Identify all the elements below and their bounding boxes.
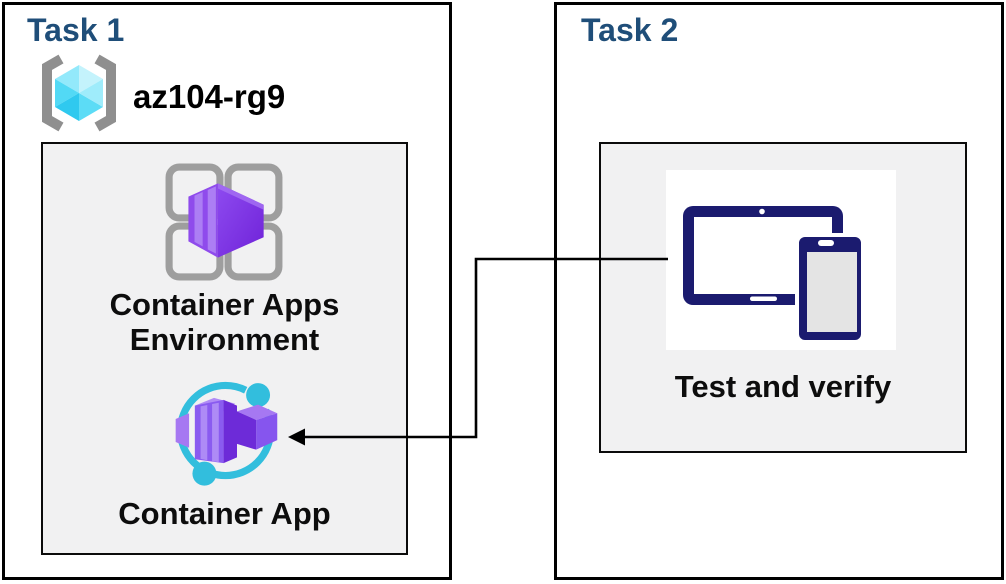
resource-group-name: az104-rg9 xyxy=(133,78,286,115)
azure-resource-group-icon xyxy=(42,54,116,132)
container-apps-environment-label: Container Apps Environment xyxy=(41,287,408,357)
task1-title: Task 1 xyxy=(27,12,125,48)
test-and-verify-icon-card xyxy=(666,170,896,350)
task2-title: Task 2 xyxy=(581,12,679,48)
container-app-icon xyxy=(175,381,278,486)
container-apps-environment-label-line1: Container Apps xyxy=(109,287,340,322)
tablet-and-phone-devices-icon xyxy=(683,206,865,344)
container-apps-environment-icon xyxy=(165,163,283,281)
container-apps-environment-label-line2: Environment xyxy=(129,322,320,357)
test-and-verify-label: Test and verify xyxy=(674,369,892,404)
container-app-label: Container App xyxy=(118,496,331,531)
